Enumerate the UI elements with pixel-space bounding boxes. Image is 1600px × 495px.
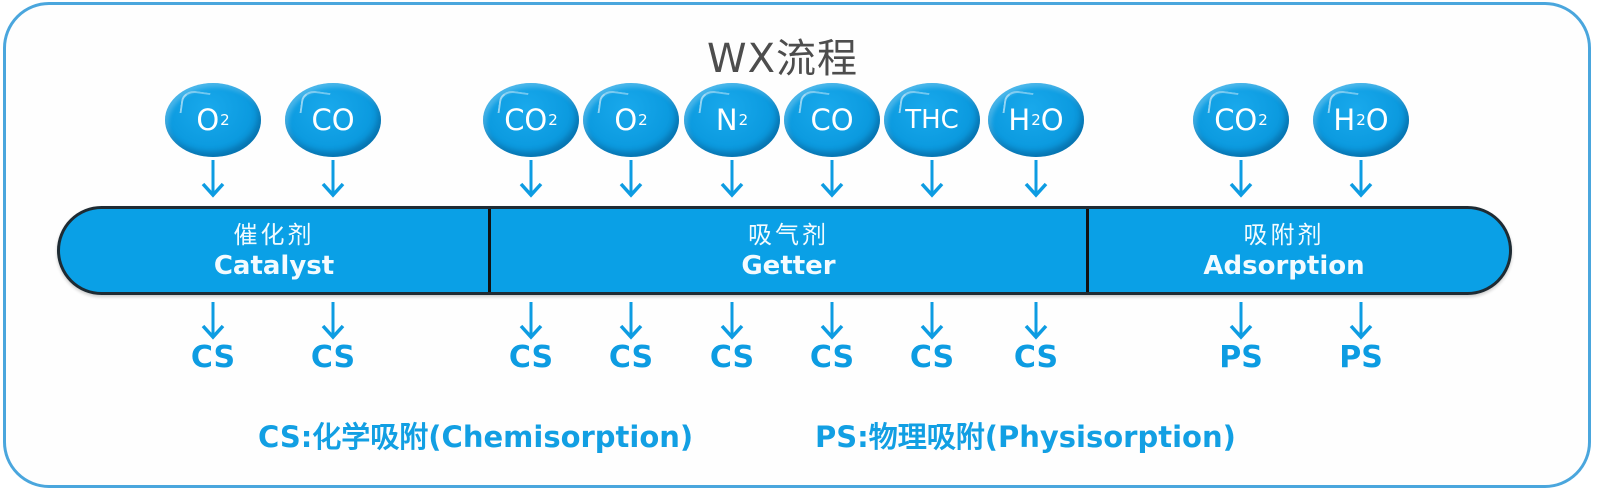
gas-formula: H [1008, 103, 1031, 137]
legend-physisorption: PS:物理吸附(Physisorption) [815, 420, 1236, 454]
arrow-down-icon [519, 302, 543, 340]
gas-formula-tail: O [1040, 103, 1064, 137]
output-label: CS [909, 340, 955, 375]
arrow-down-icon [1024, 160, 1048, 198]
output-label: PS [1339, 340, 1383, 375]
gas-formula: O [614, 103, 638, 137]
output-label: CS [508, 340, 554, 375]
gas-formula: CO [1214, 103, 1258, 137]
stage-getter-cn: 吸气剂 [748, 220, 829, 249]
output-label: CS [190, 340, 236, 375]
gas-subscript: 2 [1356, 111, 1366, 129]
stage-catalyst: 催化剂 Catalyst [60, 209, 488, 292]
stage-catalyst-cn: 催化剂 [233, 220, 315, 249]
gas-bubble: CO [285, 83, 381, 157]
diagram-title: WX流程 [707, 36, 858, 82]
arrow-down-icon [720, 302, 744, 340]
arrow-down-icon [201, 302, 225, 340]
arrow-down-icon [619, 160, 643, 198]
arrow-down-icon [1229, 160, 1253, 198]
gas-formula: H [1333, 103, 1356, 137]
gas-subscript: 2 [220, 111, 230, 129]
arrow-down-icon [820, 302, 844, 340]
legend-chemisorption: CS:化学吸附(Chemisorption) [258, 420, 694, 454]
gas-formula: CO [504, 103, 548, 137]
gas-formula: CO [810, 103, 854, 137]
gas-formula-tail: O [1365, 103, 1389, 137]
arrow-down-icon [1024, 302, 1048, 340]
arrow-down-icon [920, 302, 944, 340]
arrow-down-icon [820, 160, 844, 198]
stage-getter: 吸气剂 Getter [488, 209, 1086, 292]
gas-bubble: THC [884, 83, 980, 157]
stage-getter-en: Getter [741, 250, 836, 281]
output-label: CS [608, 340, 654, 375]
arrow-down-icon [1349, 160, 1373, 198]
stage-adsorption-en: Adsorption [1203, 250, 1365, 281]
arrow-down-icon [1349, 302, 1373, 340]
output-label: CS [310, 340, 356, 375]
gas-subscript: 2 [1031, 111, 1041, 129]
gas-subscript: 2 [1258, 111, 1268, 129]
stage-catalyst-en: Catalyst [213, 250, 335, 281]
arrow-down-icon [619, 302, 643, 340]
gas-formula: CO [311, 103, 355, 137]
arrow-down-icon [519, 160, 543, 198]
arrow-down-icon [920, 160, 944, 198]
output-label: CS [809, 340, 855, 375]
stage-adsorption: 吸附剂 Adsorption [1086, 209, 1509, 292]
output-label: CS [709, 340, 755, 375]
gas-bubble: CO [784, 83, 880, 157]
gas-formula: N [715, 103, 738, 137]
gas-subscript: 2 [638, 111, 648, 129]
arrow-down-icon [321, 160, 345, 198]
stage-adsorption-cn: 吸附剂 [1243, 220, 1325, 249]
arrow-down-icon [1229, 302, 1253, 340]
arrow-down-icon [201, 160, 225, 198]
gas-formula: THC [905, 105, 959, 135]
gas-subscript: 2 [548, 111, 558, 129]
arrow-down-icon [321, 302, 345, 340]
gas-subscript: 2 [738, 111, 749, 129]
gas-formula: O [196, 103, 220, 137]
process-bar: 催化剂 Catalyst 吸气剂 Getter 吸附剂 Adsorption [57, 206, 1512, 295]
arrow-down-icon [720, 160, 744, 198]
output-label: PS [1219, 340, 1263, 375]
output-label: CS [1013, 340, 1059, 375]
